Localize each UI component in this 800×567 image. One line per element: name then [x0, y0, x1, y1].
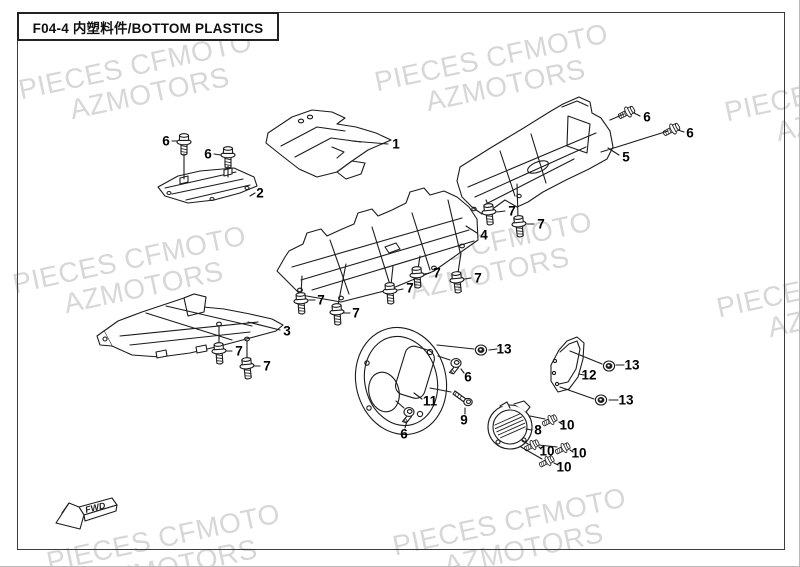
hex-flange-bolt-icon: [238, 356, 256, 381]
hex-flange-bolt-icon: [328, 302, 346, 327]
part-11-ring-cover: [354, 326, 448, 436]
part-12-side-panel: [550, 336, 585, 393]
part-3-skid-plate: [96, 293, 284, 359]
hex-flange-bolt-icon: [176, 133, 192, 156]
page-title: F04-4 内塑料件/BOTTOM PLASTICS: [32, 20, 264, 36]
grommet-nut-icon: [474, 344, 488, 356]
grommet-nut-icon: [602, 360, 616, 372]
part-2-bracket: [157, 167, 258, 204]
diagram-border-frame: [17, 12, 785, 550]
hex-flange-bolt-icon: [539, 412, 560, 430]
title-box: F04-4 内塑料件/BOTTOM PLASTICS: [17, 12, 279, 41]
part-8-round-cover: [487, 400, 533, 450]
part-4-skid-plate: [276, 187, 479, 303]
grommet-nut-icon: [594, 394, 608, 406]
fwd-direction-arrow: FWD: [55, 497, 118, 530]
fwd-label: FWD: [84, 500, 107, 515]
hex-flange-bolt-icon: [552, 440, 573, 458]
long-screw-icon: [452, 390, 473, 407]
hex-flange-bolt-icon: [220, 146, 236, 169]
hex-flange-bolt-icon: [210, 341, 228, 366]
hex-flange-bolt-icon: [660, 120, 682, 140]
part-1-top-panel: [265, 109, 392, 180]
hex-flange-bolt-icon: [615, 103, 637, 123]
hex-flange-bolt-icon: [510, 214, 528, 239]
hex-flange-bolt-icon: [448, 270, 466, 295]
part-5-floor-panel: [456, 96, 614, 215]
hex-flange-bolt-icon: [536, 453, 557, 471]
pan-head-screw-icon: [448, 358, 462, 375]
